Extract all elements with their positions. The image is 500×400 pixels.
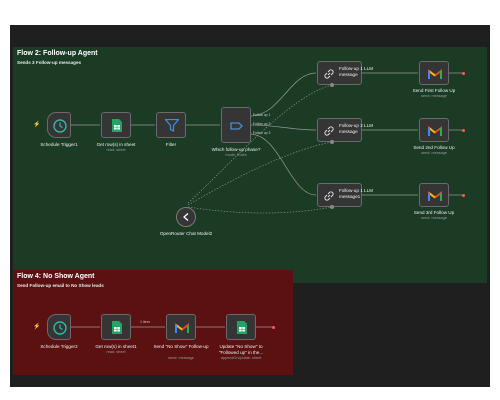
link-icon — [324, 69, 334, 79]
filter-label: Filter — [165, 142, 177, 147]
flow4-subtitle: Send Follow-up email to No Show leads — [17, 283, 104, 288]
update-no-show-label: Update "No Show" to "Followed up" in the… — [218, 344, 264, 355]
send1-output-port[interactable] — [462, 72, 465, 75]
switch-label: Which follow-up phase? — [211, 147, 261, 152]
bolt-icon: ⚡ — [33, 324, 41, 330]
clock-icon — [53, 119, 67, 133]
send2-output-port[interactable] — [462, 129, 465, 132]
openrouter-icon — [183, 213, 189, 221]
send2-label: Send 2nd Follow Up — [413, 145, 455, 150]
openrouter-node[interactable] — [176, 207, 196, 227]
send-no-show-sublabel: send: message — [168, 356, 194, 360]
branch-label-1: Follow up 1 — [253, 113, 271, 117]
switch-sublabel: mode: Rules — [225, 153, 247, 157]
get-rows-label: Get row(s) in sheet — [96, 142, 136, 147]
google-sheets-icon — [112, 119, 122, 132]
link-icon — [324, 191, 334, 201]
switch-icon — [230, 122, 243, 130]
llm3-model-port[interactable] — [330, 205, 334, 209]
send-first-follow-up-node[interactable] — [419, 61, 449, 85]
gmail-icon — [428, 126, 442, 136]
llm2-model-port[interactable] — [330, 140, 334, 144]
gmail-icon — [428, 69, 442, 79]
send-no-show-label: Send "No Show" Follow-up — [153, 344, 209, 349]
get-rows1-label: Get row(s) in sheet1 — [95, 344, 137, 349]
get-rows1-sublabel: read: sheet — [106, 350, 126, 354]
flow4-title: Flow 4: No Show Agent — [17, 273, 95, 280]
send-2nd-follow-up-node[interactable] — [419, 118, 449, 142]
openrouter-label: OpenRouter Chat Model2 — [159, 231, 213, 236]
send-no-show-node[interactable] — [166, 314, 196, 340]
get-rows-sublabel: read: sheet — [106, 148, 126, 152]
workflow-canvas[interactable]: Flow 2: Follow-up Agent Sends 3 Follow-u… — [10, 25, 490, 387]
send-3rd-follow-up-node[interactable] — [419, 183, 449, 207]
flow2-subtitle: Sends 3 Follow-up messages — [17, 60, 82, 65]
update-no-show-sublabel: appendOrUpdate: sheet — [220, 356, 262, 360]
update-no-show-node[interactable] — [226, 314, 256, 340]
gmail-icon — [428, 191, 442, 201]
send3-label: Send 3rd Follow Up — [413, 210, 455, 215]
llm1-model-port[interactable] — [330, 83, 334, 87]
flow2-title: Flow 2: Follow-up Agent — [17, 50, 98, 57]
update-output-port[interactable] — [272, 326, 275, 329]
get-rows1-node[interactable] — [101, 314, 131, 340]
schedule-trigger1-label: Schedule Trigger1 — [40, 142, 78, 147]
send3-sublabel: send: message — [421, 216, 447, 220]
bolt-icon: ⚡ — [33, 122, 41, 128]
switch-node[interactable] — [221, 107, 251, 143]
schedule-trigger2-node[interactable] — [47, 314, 71, 340]
send1-label: Send First Follow Up — [412, 88, 456, 93]
branch-label-2: Follow up 2 — [253, 122, 271, 126]
google-sheets-icon — [112, 321, 122, 334]
schedule-trigger1-node[interactable] — [47, 112, 71, 138]
edge-item-count: 1 item — [140, 320, 150, 324]
get-rows-node[interactable] — [101, 112, 131, 138]
send2-sublabel: send: message — [421, 151, 447, 155]
branch-label-3: Follow up 3 — [253, 131, 271, 135]
clock-icon — [53, 321, 67, 335]
schedule-trigger2-label: Schedule Trigger2 — [40, 344, 78, 349]
filter-node[interactable] — [156, 112, 186, 138]
link-icon — [324, 126, 334, 136]
sticky-note-flow2[interactable]: Flow 2: Follow-up Agent Sends 3 Follow-u… — [13, 47, 487, 283]
send1-sublabel: send: message — [421, 94, 447, 98]
gmail-icon — [175, 323, 189, 333]
filter-icon — [165, 119, 179, 132]
google-sheets-icon — [237, 321, 247, 334]
send3-output-port[interactable] — [462, 194, 465, 197]
